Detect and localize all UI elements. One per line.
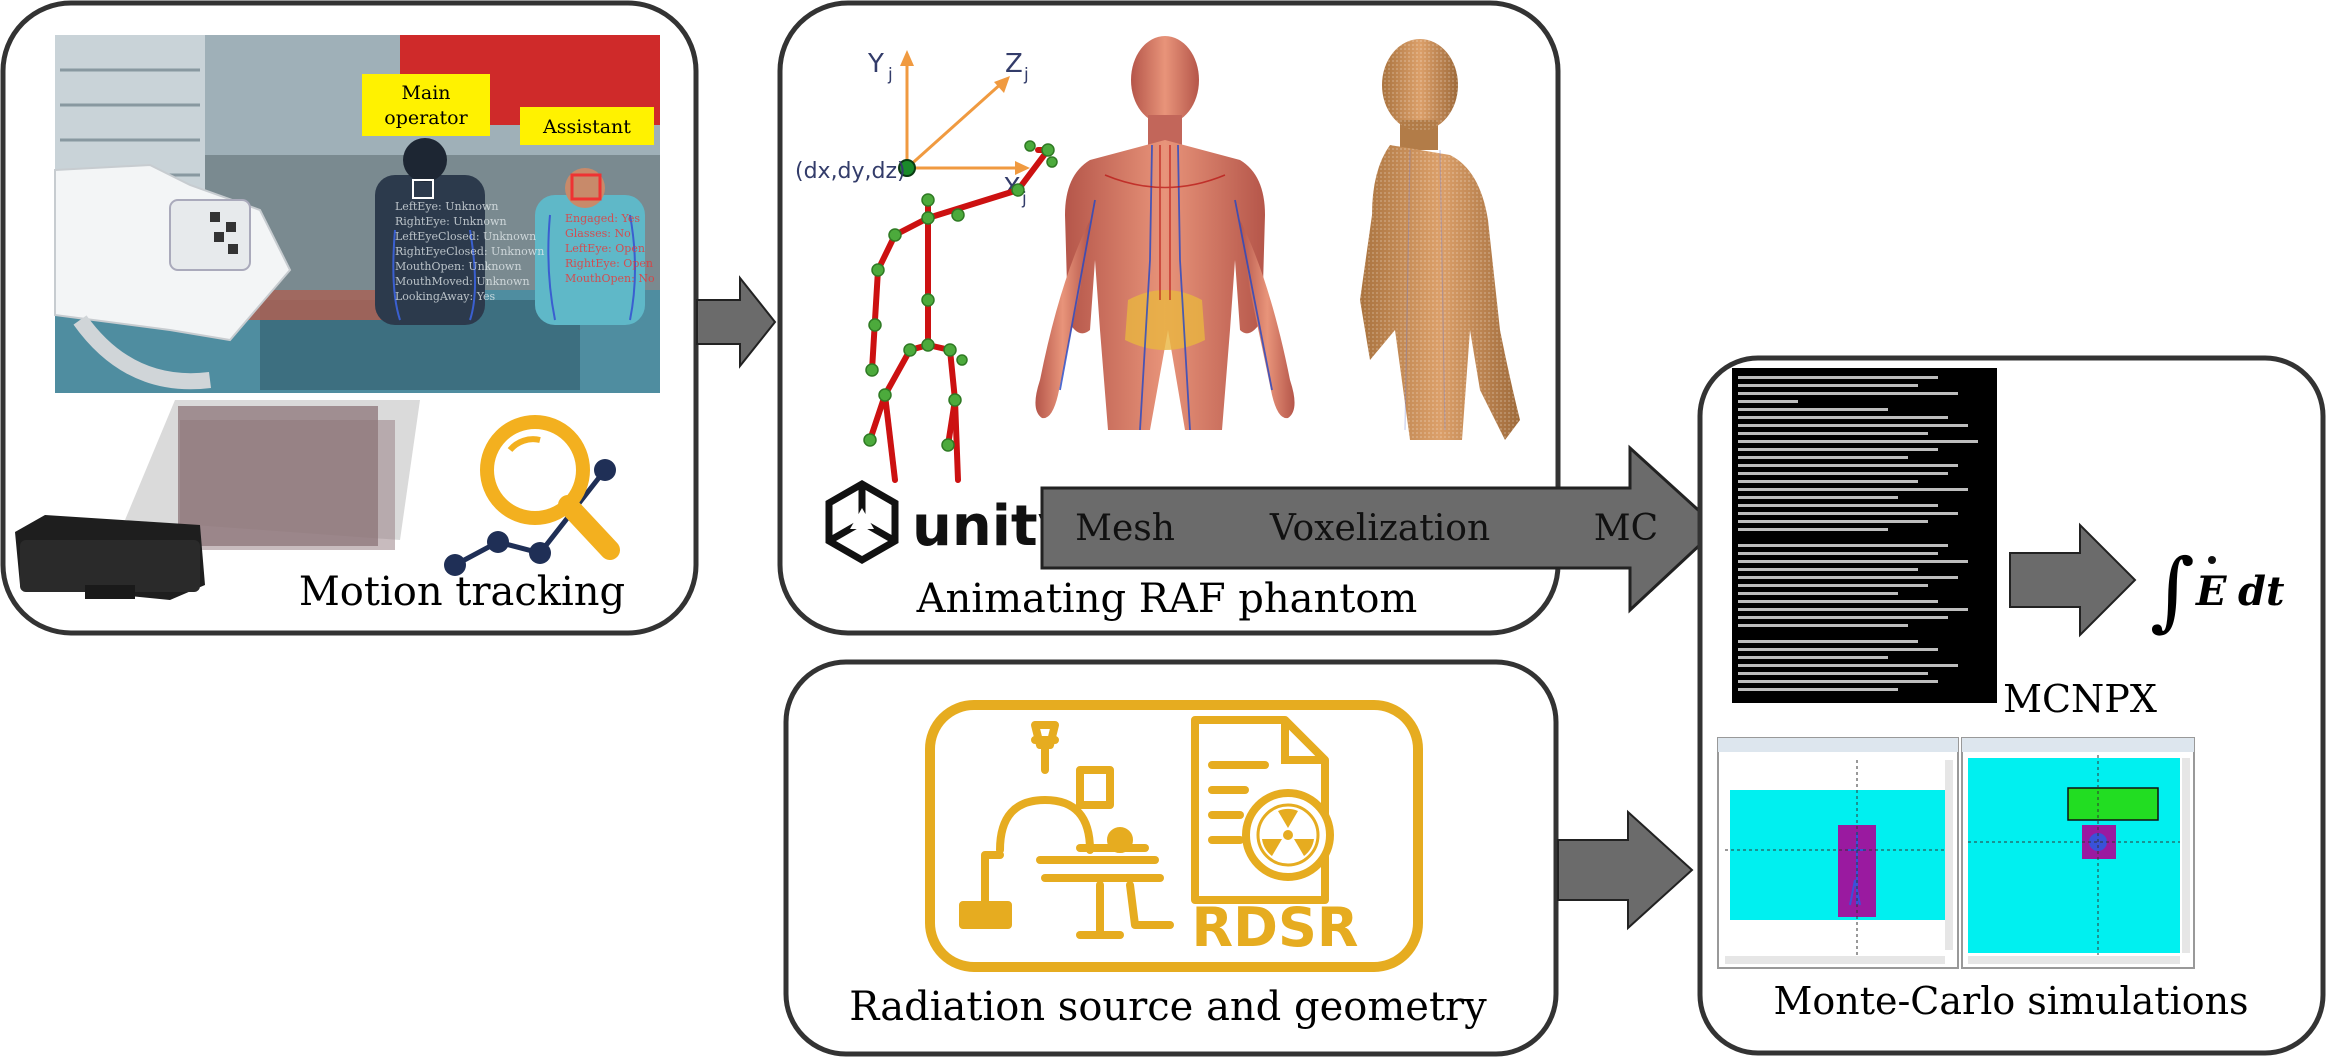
terminal-text-line: [1738, 664, 1958, 667]
panel-radiation-source: RDSR Radiation source and geometry: [783, 659, 1559, 1057]
terminal-text-line: [1738, 552, 1938, 555]
mcnpx-terminal: [1732, 368, 1997, 703]
svg-text:MouthOpen: No: MouthOpen: No: [565, 272, 655, 285]
terminal-text-line: [1738, 432, 1928, 435]
svg-text:MouthMoved: Unknown: MouthMoved: Unknown: [395, 275, 530, 288]
mcnpx-label: MCNPX: [2003, 677, 2157, 721]
terminal-text-line: [1738, 688, 1898, 691]
formula-e: E: [2195, 568, 2227, 615]
svg-text:LeftEye: Open: LeftEye: Open: [565, 242, 645, 255]
arrow-tracking-to-phantom: [696, 275, 777, 369]
svg-text:LeftEyeClosed: Unknown: LeftEyeClosed: Unknown: [395, 230, 536, 243]
main-operator-label-box: [362, 74, 490, 136]
terminal-text-line: [1738, 416, 1948, 419]
main-operator-label-line1: Main: [401, 82, 450, 104]
joint-origin-label: (dx,dy,dz): [795, 159, 906, 184]
terminal-text-line: [1738, 512, 1958, 515]
svg-text:RightEyeClosed: Unknown: RightEyeClosed: Unknown: [395, 245, 544, 258]
terminal-text-line: [1738, 544, 1948, 547]
anatomical-mesh-body: [1035, 36, 1295, 431]
integral-sign: ∫: [2150, 541, 2195, 641]
rdsr-label: RDSR: [1192, 896, 1359, 959]
arrow-to-dose: [2009, 522, 2137, 638]
terminal-text-line: [1738, 680, 1938, 683]
terminal-text-line: [1738, 672, 1928, 675]
terminal-text-line: [1738, 600, 1938, 603]
document-icon: [1191, 716, 1334, 904]
terminal-text-line: [1738, 584, 1928, 587]
terminal-text-line: [1738, 528, 1888, 531]
terminal-text-line: [1738, 568, 1918, 571]
svg-text:Engaged: Yes: Engaged: Yes: [565, 212, 640, 225]
terminal-text-line: [1738, 440, 1978, 443]
motion-tracking-caption: Motion tracking: [299, 569, 625, 615]
terminal-text-line: [1738, 624, 1908, 627]
axis-y-sub: j: [887, 65, 893, 85]
tracking-analytics-icon: [444, 415, 620, 576]
panel-motion-tracking: LeftEye: Unknown RightEye: Unknown LeftE…: [0, 0, 699, 636]
monte-carlo-caption: Monte-Carlo simulations: [1773, 979, 2248, 1023]
fluoroscopy-equipment-icon: [959, 721, 1174, 939]
axis-y-label: Y: [867, 49, 884, 79]
formula-dt: dt: [2238, 568, 2285, 615]
terminal-text-line: [1738, 392, 1958, 395]
arrow-source-to-mc: [1557, 809, 1694, 931]
formula-dot: [2208, 556, 2216, 564]
terminal-text-line: [1738, 560, 1968, 563]
geometry-plot-left: [1717, 737, 1959, 969]
terminal-text-line: [1738, 656, 1888, 659]
terminal-text-line: [1738, 496, 1898, 499]
axis-z-label: Z: [1005, 49, 1023, 79]
terminal-text-line: [1738, 408, 1888, 411]
svg-text:RightEye: Unknown: RightEye: Unknown: [395, 215, 507, 228]
geometry-plot-right: [1961, 737, 2195, 969]
or-photo: LeftEye: Unknown RightEye: Unknown LeftE…: [54, 35, 660, 393]
radiation-source-caption: Radiation source and geometry: [849, 984, 1487, 1030]
terminal-text-line: [1738, 424, 1968, 427]
axis-x-sub: j: [1021, 189, 1027, 209]
pipeline-step-voxelization: Voxelization: [1269, 508, 1490, 549]
main-operator-label-line2: operator: [384, 107, 468, 129]
terminal-text-line: [1738, 456, 1908, 459]
terminal-text-line: [1738, 592, 1898, 595]
terminal-text-line: [1738, 640, 1918, 643]
pipeline-arrow: Mesh Voxelization MC: [1040, 444, 1721, 614]
animating-phantom-caption: Animating RAF phantom: [916, 576, 1418, 622]
voxelized-body: [1360, 39, 1520, 440]
radiation-icon: [1262, 809, 1314, 856]
terminal-text-line: [1738, 520, 1928, 523]
skeleton-joints: [863, 140, 1058, 452]
svg-text:MouthOpen: Unknown: MouthOpen: Unknown: [395, 260, 522, 273]
dose-integral-formula: ∫ E dt: [2150, 541, 2285, 641]
terminal-text-line: [1738, 464, 1958, 467]
panel-monte-carlo: MCNPX Monte-Carlo simulations: [1697, 355, 2326, 1056]
terminal-text-line: [1738, 400, 1798, 403]
terminal-text-line: [1738, 608, 1968, 611]
pipeline-step-mc: MC: [1594, 508, 1658, 549]
svg-text:RightEye: Open: RightEye: Open: [565, 257, 653, 270]
terminal-text-line: [1738, 376, 1938, 379]
svg-text:LookingAway: Yes: LookingAway: Yes: [395, 290, 496, 303]
terminal-text-line: [1738, 648, 1938, 651]
terminal-text-line: [1738, 480, 1918, 483]
terminal-text-line: [1738, 616, 1948, 619]
terminal-text-line: [1738, 384, 1918, 387]
terminal-text-line: [1738, 448, 1938, 451]
svg-text:Glasses: No: Glasses: No: [565, 227, 631, 240]
terminal-text-line: [1738, 472, 1948, 475]
terminal-text-line: [1738, 576, 1958, 579]
pipeline-step-mesh: Mesh: [1075, 508, 1175, 549]
svg-text:LeftEye: Unknown: LeftEye: Unknown: [395, 200, 499, 213]
terminal-text-line: [1738, 504, 1938, 507]
depth-camera-icon: [15, 400, 420, 600]
assistant-label-box: [520, 107, 654, 145]
assistant-label: Assistant: [542, 116, 631, 138]
axis-z-sub: j: [1023, 65, 1029, 85]
panel-animating-phantom: Y j Z j X j (dx,dy,dz): [777, 0, 1561, 636]
terminal-text-line: [1738, 488, 1968, 491]
